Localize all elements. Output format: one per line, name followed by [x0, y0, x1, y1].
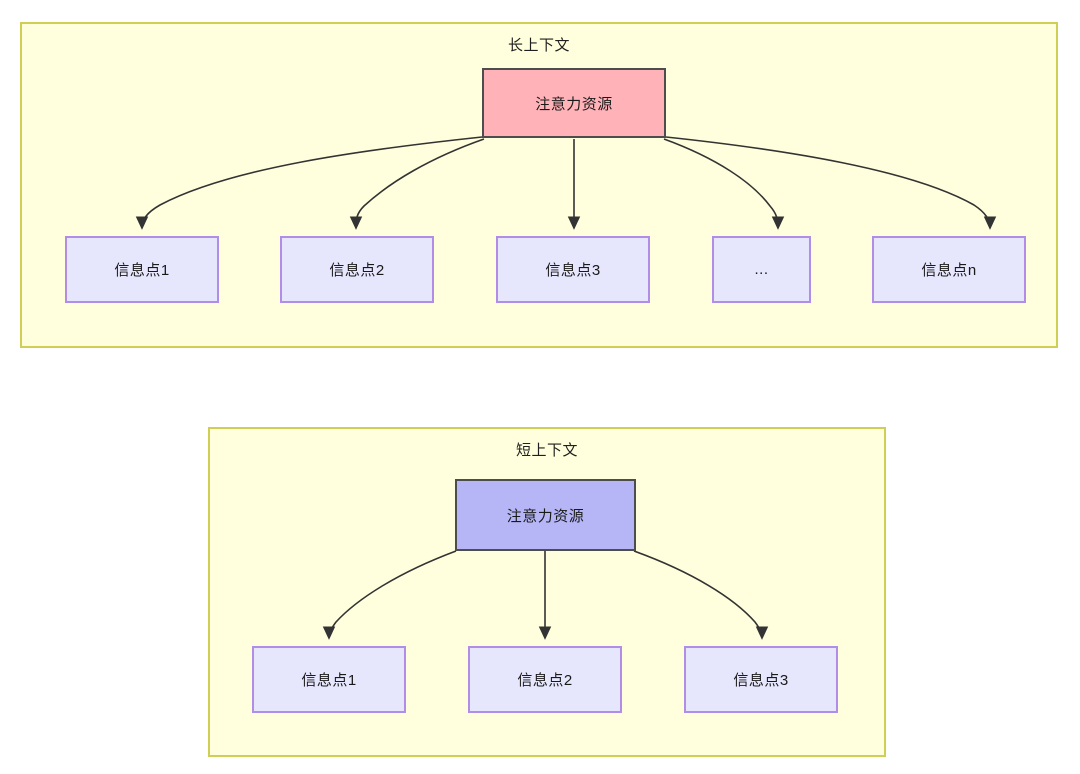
- node-long-info-point-n[interactable]: 信息点n: [872, 236, 1026, 303]
- node-short-attention-resource-label: 注意力资源: [506, 507, 585, 525]
- node-long-info-point-3[interactable]: 信息点3: [496, 236, 650, 303]
- section-long-context-title: 长上下文: [507, 37, 570, 54]
- node-short-attention-resource[interactable]: 注意力资源: [455, 479, 636, 551]
- node-long-info-point-ellipsis-label: ...: [754, 261, 769, 278]
- node-long-attention-resource[interactable]: 注意力资源: [482, 68, 666, 138]
- node-short-info-point-2-label: 信息点2: [517, 672, 573, 689]
- node-long-info-point-3-label: 信息点3: [545, 262, 601, 279]
- section-short-context-title: 短上下文: [515, 442, 578, 459]
- node-short-info-point-1[interactable]: 信息点1: [252, 646, 406, 713]
- node-long-attention-resource-label: 注意力资源: [535, 95, 613, 113]
- node-long-info-point-2-label: 信息点2: [329, 262, 385, 279]
- node-short-info-point-1-label: 信息点1: [301, 672, 357, 689]
- node-short-info-point-3-label: 信息点3: [733, 672, 789, 689]
- node-long-info-point-n-label: 信息点n: [921, 262, 977, 279]
- node-long-info-point-1-label: 信息点1: [114, 262, 170, 279]
- node-long-info-point-ellipsis[interactable]: ...: [712, 236, 811, 303]
- node-long-info-point-2[interactable]: 信息点2: [280, 236, 434, 303]
- node-long-info-point-1[interactable]: 信息点1: [65, 236, 219, 303]
- node-short-info-point-3[interactable]: 信息点3: [684, 646, 838, 713]
- node-short-info-point-2[interactable]: 信息点2: [468, 646, 622, 713]
